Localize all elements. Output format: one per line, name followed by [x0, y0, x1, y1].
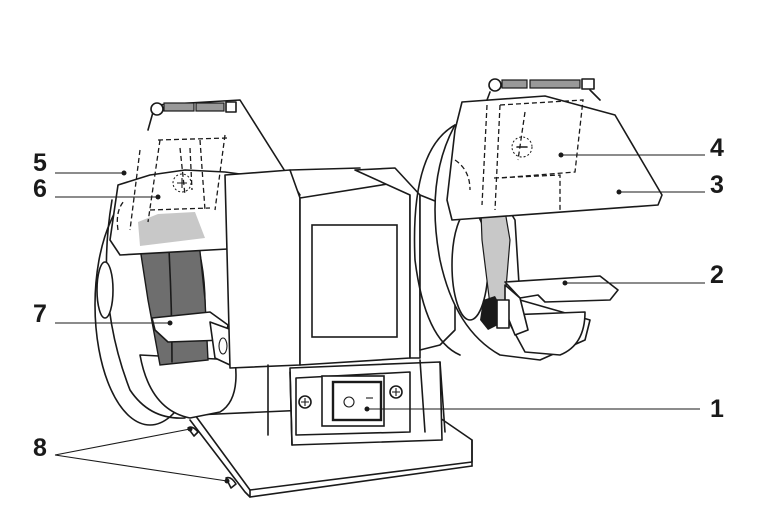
switch-panel: [289, 361, 443, 446]
right-eye-shield: [446, 95, 663, 221]
callout-2: 2: [710, 261, 724, 289]
callout-3: 3: [710, 171, 724, 199]
motor-housing: [224, 167, 456, 446]
right-shield-hinge: [486, 78, 601, 101]
callout-1: 1: [710, 395, 724, 423]
on-off-switch[interactable]: [321, 375, 385, 427]
callout-5: 5: [33, 149, 47, 177]
callout-4: 4: [710, 134, 724, 162]
right-wheel-assembly: [413, 78, 663, 361]
left-wheel-assembly: [94, 99, 307, 426]
motor-label-plate: [311, 224, 398, 338]
callout-6: 6: [33, 175, 47, 203]
left-shield-hinge: [150, 101, 237, 116]
callout-8: 8: [33, 434, 47, 462]
callout-7: 7: [33, 300, 47, 328]
tool-rest-knob[interactable]: [480, 296, 500, 330]
leader-lines: [54, 152, 705, 484]
